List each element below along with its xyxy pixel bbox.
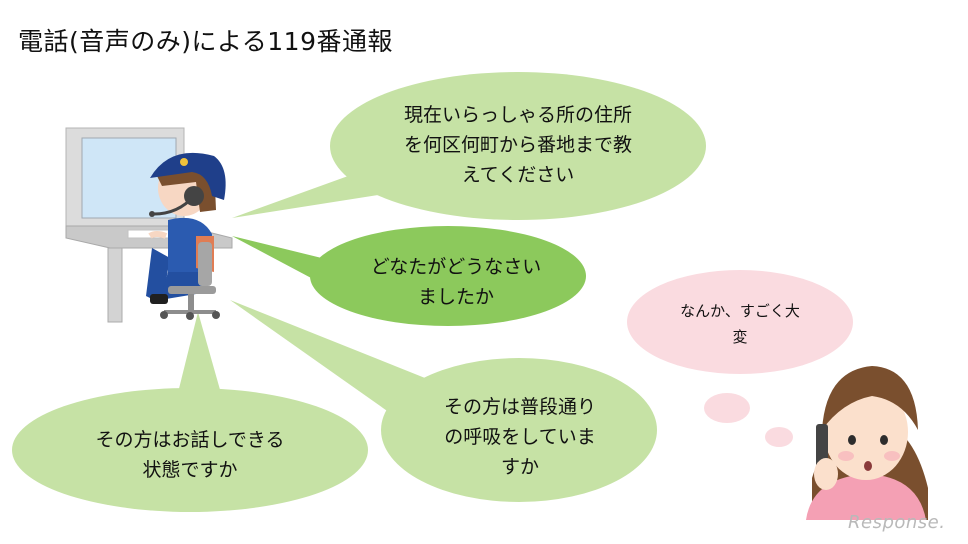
bubble-caller bbox=[627, 270, 853, 374]
bubble-what-happened-text: どなたがどうなさい ましたか bbox=[356, 252, 556, 312]
bubble-caller-line-1: なんか、すごく大 bbox=[680, 302, 800, 320]
caller bbox=[806, 366, 928, 520]
bubble-breathing-text: その方は普段通り の呼吸をしていま すか bbox=[410, 392, 630, 482]
thought-dot-large bbox=[704, 393, 750, 423]
bubble-address-text: 現在いらっしゃる所の住所 を何区何町から番地まで教 えてください bbox=[398, 100, 638, 190]
bubble-can-talk-line-2: 状態ですか bbox=[142, 459, 238, 481]
bubble-what-happened-line-1: どなたがどうなさい bbox=[370, 256, 542, 278]
bubble-caller-line-2: 変 bbox=[732, 328, 748, 346]
bubble-address bbox=[330, 72, 706, 220]
bubble-address-line-2: を何区何町から番地まで教 bbox=[403, 134, 632, 156]
bubble-address-line-1: 現在いらっしゃる所の住所 bbox=[403, 104, 632, 126]
bubble-caller-text: なんか、すごく大 変 bbox=[655, 298, 825, 350]
bubble-what-happened bbox=[310, 226, 586, 326]
bubble-can-talk-text: その方はお話しできる 状態ですか bbox=[70, 425, 310, 485]
response-watermark: Response. bbox=[848, 512, 946, 533]
bubble-breathing-line-1: その方は普段通り bbox=[443, 396, 596, 418]
chair bbox=[160, 242, 220, 320]
bubble-can-talk bbox=[12, 388, 368, 512]
thought-dot-small bbox=[765, 427, 793, 447]
bubble-can-talk-line-1: その方はお話しできる bbox=[95, 429, 285, 451]
bubble-what-happened-line-2: ましたか bbox=[417, 286, 494, 308]
bubble-breathing bbox=[381, 358, 657, 502]
bubble-breathing-line-3: すか bbox=[500, 456, 539, 478]
bubble-breathing-line-2: の呼吸をしていま bbox=[444, 426, 596, 448]
bubble-address-line-3: えてください bbox=[461, 164, 575, 186]
tail-breathing bbox=[230, 300, 430, 420]
page-title: 電話(音声のみ)による119番通報 bbox=[18, 27, 393, 56]
